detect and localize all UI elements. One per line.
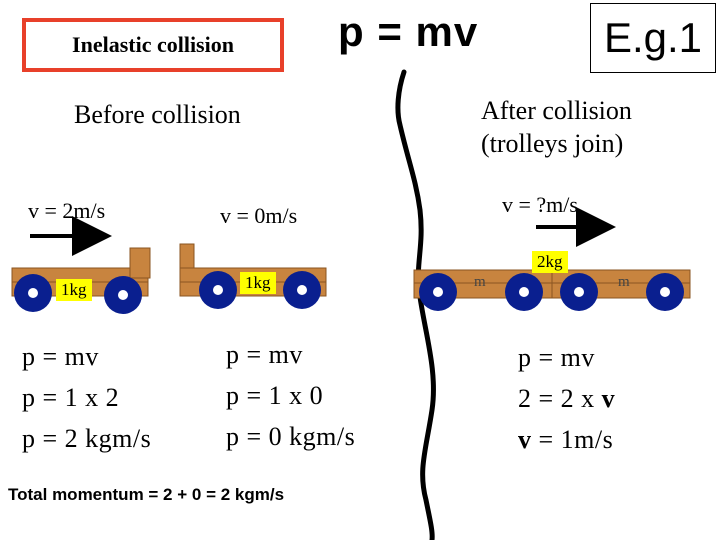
calc-after-line: 2 = 2 x v xyxy=(518,378,615,419)
total-momentum: Total momentum = 2 + 0 = 2 kgm/s xyxy=(8,485,285,504)
velocity-b: v = 0m/s xyxy=(220,203,298,228)
calc-a-line: p = mv xyxy=(22,342,99,371)
calc-b: p = mv p = 1 x 0 p = 0 kgm/s xyxy=(226,334,355,457)
calc-after-text: 2 = 2 x xyxy=(518,384,602,413)
calc-after-text: = 1m/s xyxy=(531,425,614,454)
before-heading: Before collision xyxy=(74,100,241,129)
mass-label-b: 1kg xyxy=(240,272,276,294)
after-heading-line2: (trolleys join) xyxy=(481,129,624,158)
calc-b-line: p = mv xyxy=(226,340,303,369)
calc-a-line: p = 1 x 2 xyxy=(22,383,120,412)
example-label: E.g.1 xyxy=(603,14,703,61)
calc-b-line: p = 1 x 0 xyxy=(226,381,324,410)
mass-label-after: 2kg xyxy=(532,251,568,273)
mass-label-a: 1kg xyxy=(56,279,92,301)
calc-a: p = mv p = 1 x 2 p = 2 kgm/s xyxy=(22,336,151,459)
calc-b-line: p = 0 kgm/s xyxy=(226,422,356,451)
calc-after-line: v = 1m/s xyxy=(518,419,615,460)
trolley-mark: m xyxy=(474,274,486,290)
calc-after-line: p = mv xyxy=(518,343,595,372)
calc-a-line: p = 2 kgm/s xyxy=(22,424,152,453)
after-heading-line1: After collision xyxy=(481,96,632,125)
calc-after-variable: v xyxy=(601,384,616,413)
title-text: Inelastic collision xyxy=(72,32,234,57)
formula-heading: p = mv xyxy=(338,8,479,55)
title-box: Inelastic collision xyxy=(22,18,284,72)
joined-trolleys xyxy=(413,269,691,311)
after-heading: After collision (trolleys join) xyxy=(481,94,632,160)
example-box: E.g.1 xyxy=(590,3,716,73)
calc-after-variable: v xyxy=(518,425,532,454)
trolley-mark: m xyxy=(618,274,630,290)
velocity-after: v = ?m/s xyxy=(502,192,578,217)
trolley-a xyxy=(11,247,151,314)
calc-after: p = mv 2 = 2 x v v = 1m/s xyxy=(518,337,615,460)
